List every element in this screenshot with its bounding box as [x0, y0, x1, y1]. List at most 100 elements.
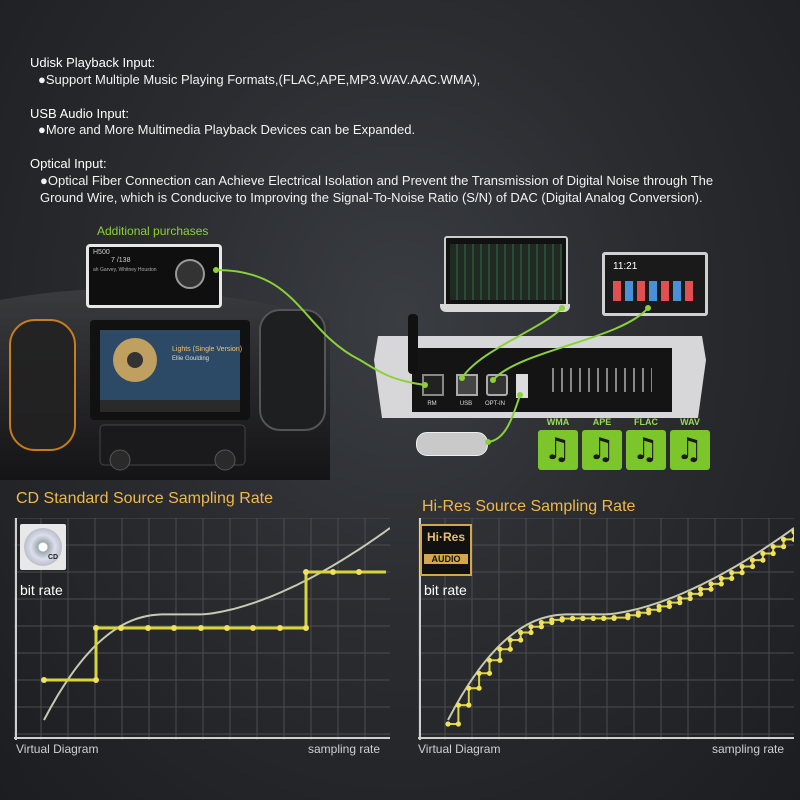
hires-sample-point: [507, 646, 513, 652]
format-wma-icon: WMA♫: [538, 417, 578, 470]
ideal-curve-line: [447, 527, 795, 721]
hires-sample-point: [698, 591, 704, 597]
vent-grille: [552, 368, 652, 392]
hires-sample-point: [760, 557, 766, 563]
hires-sample-point: [549, 619, 555, 626]
hires-sample-point: [497, 657, 503, 663]
cd-sample-point: [41, 677, 47, 683]
cd-sample-point: [171, 625, 177, 631]
usb-a-port-icon: [516, 374, 528, 398]
hires-step-line: [448, 532, 795, 725]
hires-sample-point: [455, 702, 461, 708]
remote-track: 7 /138: [111, 257, 131, 264]
cd-sample-point: [250, 625, 256, 631]
udisk-heading: Udisk Playback Input:: [30, 55, 156, 70]
headunit-artist: Ellie Goulding: [172, 356, 210, 362]
hires-sample-point: [518, 629, 524, 636]
hires-sample-point: [476, 685, 482, 691]
hires-sample-point: [749, 563, 756, 570]
hires-sample-point: [538, 619, 544, 626]
ideal-curve-line: [43, 527, 391, 721]
udisk-bullet: ●Support Multiple Music Playing Formats,…: [38, 72, 481, 87]
hires-sample-point: [466, 685, 472, 691]
hires-sample-point: [466, 702, 472, 708]
format-wav-icon: WAV♫: [670, 417, 710, 470]
hires-sample-point: [687, 591, 693, 597]
format-wma-label: WMA: [546, 417, 570, 427]
hires-sample-point: [580, 615, 586, 621]
hires-sample-point: [770, 550, 776, 557]
hires-badge-top: Hi·Res: [426, 530, 465, 544]
hires-sample-point: [538, 624, 544, 630]
cd-badge-text: CD: [48, 554, 59, 561]
hires-sample-point: [646, 610, 652, 616]
volume-knob-icon: [175, 259, 205, 289]
cd-sample-point: [303, 569, 309, 575]
headunit-title: Lights (Single Version): [172, 346, 243, 353]
cd-sample-point: [118, 625, 124, 631]
hires-sample-point: [601, 615, 607, 621]
format-flac-icon: FLAC♫: [626, 417, 666, 470]
format-wav-label: WAV: [680, 417, 700, 427]
optical-bullet: ●Optical Fiber Connection can Achieve El…: [40, 173, 714, 188]
usb-audio-bullet: ●More and More Multimedia Playback Devic…: [38, 122, 416, 137]
format-ape-label: APE: [592, 417, 612, 427]
cd-sample-point: [224, 625, 230, 631]
hires-sample-point: [708, 586, 714, 592]
port-label-usb: USB: [459, 401, 473, 407]
hires-sample-point: [559, 617, 565, 623]
cd-sample-point: [93, 677, 99, 683]
hires-sample-point: [507, 637, 513, 643]
hires-sample-point: [635, 612, 641, 618]
hires-xlabel-right: sampling rate: [712, 742, 785, 756]
hires-sample-point: [760, 550, 766, 557]
remote-model: H500: [93, 249, 110, 256]
cd-xlabel-right: sampling rate: [308, 742, 381, 756]
hires-sample-point: [590, 615, 596, 621]
hires-sample-point: [749, 557, 756, 563]
hires-sample-point: [729, 570, 735, 576]
hires-sample-point: [611, 615, 617, 621]
hires-sample-point: [718, 581, 724, 587]
hires-sample-point: [698, 586, 704, 592]
hires-sample-point: [781, 536, 787, 542]
usb-audio-heading: USB Audio Input:: [30, 106, 130, 121]
hires-sample-point: [528, 629, 534, 636]
port-label-rm: RM: [427, 401, 437, 407]
hires-sample-point: [739, 570, 745, 576]
hires-sample-point: [739, 563, 745, 570]
cd-sample-point: [330, 569, 336, 575]
hires-sample-point: [518, 637, 524, 643]
antenna-icon: [408, 314, 418, 374]
dsp-device: RM USB OPT-IN: [372, 314, 708, 424]
hires-sample-point: [486, 657, 493, 663]
cd-sample-point: [303, 625, 309, 631]
hires-sample-point: [677, 600, 683, 606]
format-ape-icon: APE♫: [582, 417, 622, 470]
hires-ylabel: bit rate: [424, 582, 467, 598]
hires-sample-point: [455, 721, 461, 727]
hires-sample-point: [666, 600, 672, 606]
hires-sample-point: [625, 615, 631, 621]
car-dashboard: [0, 280, 330, 480]
optical-bullet-continued: Ground Wire, which is Conducive to Impro…: [40, 190, 703, 205]
format-flac-label: FLAC: [634, 417, 658, 427]
hires-sample-point: [486, 670, 493, 676]
hires-sample-point: [770, 544, 776, 550]
hires-chart-title: Hi-Res Source Sampling Rate: [422, 498, 636, 515]
hires-sample-point: [687, 595, 693, 602]
port-label-opt-in: OPT-IN: [484, 401, 505, 407]
cd-disc-icon: CD: [20, 524, 66, 570]
hires-sample-point: [445, 721, 451, 727]
cd-xlabel-left: Virtual Diagram: [16, 742, 99, 756]
hires-sample-point: [656, 607, 662, 613]
hires-xlabel-left: Virtual Diagram: [418, 742, 501, 756]
hires-sample-point: [708, 581, 714, 587]
tablet: 11:21: [602, 252, 708, 316]
remote-controller: H500 7 /138 ah Garvey, Whitney Houston: [86, 244, 222, 308]
additional-purchases-label: Additional purchases: [97, 224, 209, 238]
hires-sample-point: [677, 595, 683, 602]
remote-song: ah Garvey, Whitney Houston: [93, 267, 157, 273]
hires-sample-point: [476, 670, 482, 676]
